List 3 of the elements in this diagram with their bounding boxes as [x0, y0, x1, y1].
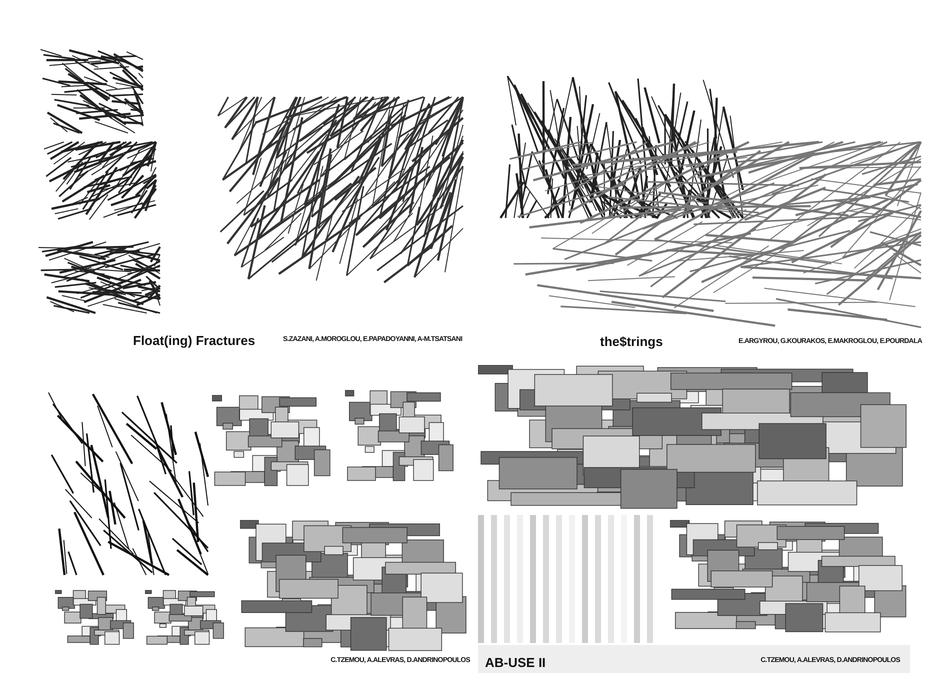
project-title: AB-USE II	[485, 655, 546, 670]
project-title: the$trings	[600, 334, 663, 349]
project-title: Float(ing) Fractures	[133, 333, 256, 348]
